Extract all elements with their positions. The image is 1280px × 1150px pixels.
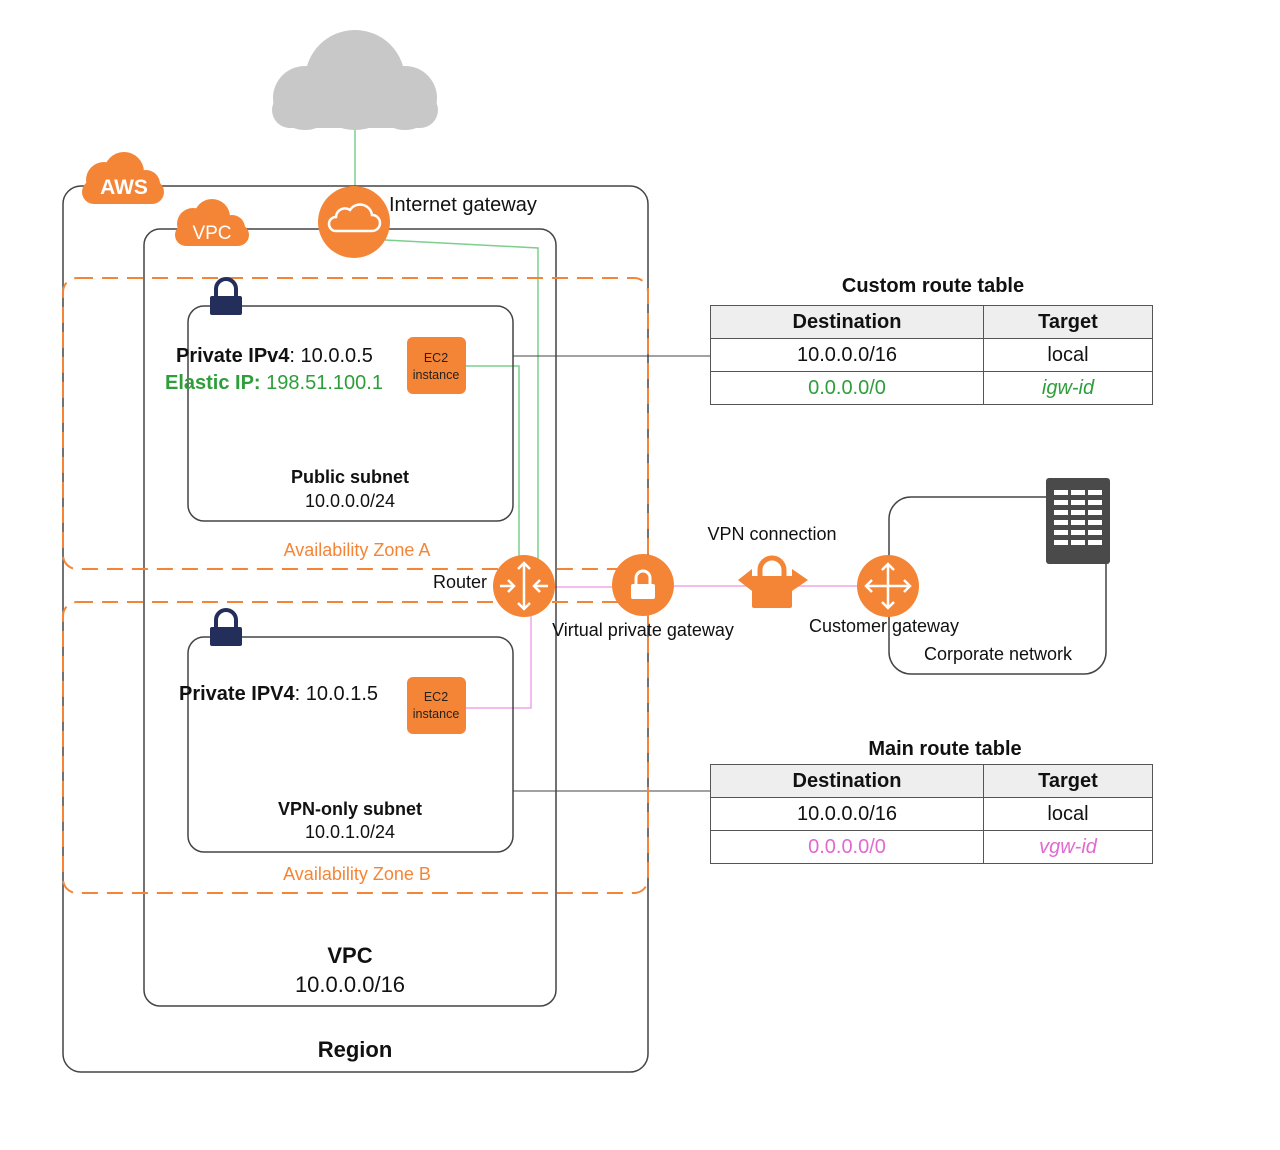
table-header-row: Destination Target [710, 764, 1153, 798]
column-header: Target [983, 764, 1153, 798]
igw-router-line-1 [384, 239, 539, 585]
column-header: Target [983, 305, 1153, 339]
table-row: 0.0.0.0/0 vgw-id [710, 830, 1153, 864]
table-row: 10.0.0.0/16 local [710, 338, 1153, 372]
table-cell: vgw-id [983, 830, 1153, 864]
main-route-table: Destination Target 10.0.0.0/16 local 0.0… [710, 764, 1153, 864]
public-subnet-name: Public subnet [291, 467, 409, 487]
table-cell: igw-id [983, 371, 1153, 405]
ec2-a-line1: EC2 [424, 351, 448, 365]
ec2-b-line1: EC2 [424, 690, 448, 704]
aws-badge: AWS [82, 152, 164, 204]
table-cell: 0.0.0.0/0 [710, 830, 984, 864]
ec2b-router-line [466, 600, 532, 709]
router-icon [493, 555, 555, 617]
corporate-network-label: Corporate network [924, 644, 1073, 664]
vpc-badge-label: VPC [192, 223, 231, 244]
internet-gateway-icon [318, 186, 390, 258]
ec2-instance-a-icon: EC2 instance [407, 337, 466, 394]
table-cell: 0.0.0.0/0 [710, 371, 984, 405]
vpn-only-subnet-name: VPN-only subnet [278, 799, 422, 819]
table-header-row: Destination Target [710, 305, 1153, 339]
subnet-a-lock-icon [210, 277, 242, 315]
public-subnet-cidr: 10.0.0.0/24 [305, 491, 395, 511]
vpc-cidr: 10.0.0.0/16 [295, 972, 405, 997]
vpc-cloud-icon [175, 199, 249, 246]
subnet-a-elastic-ip-key: Elastic IP: [165, 372, 261, 394]
vpn-only-subnet-box [187, 636, 514, 853]
table-row: 10.0.0.0/16 local [710, 797, 1153, 831]
subnet-a-elastic-ip-value: 198.51.100.1 [261, 372, 383, 394]
customer-gateway-icon [857, 555, 919, 617]
vpn-only-subnet-cidr: 10.0.1.0/24 [305, 822, 395, 842]
availability-zone-a-label: Availability Zone A [284, 540, 431, 560]
availability-zone-a-box [62, 277, 649, 570]
column-header: Destination [710, 764, 984, 798]
corporate-server-icon [1046, 478, 1110, 564]
vpc-badge: VPC [175, 199, 249, 246]
subnet-a-private-ip-key: Private IPv4 [176, 345, 290, 367]
table-cell: 10.0.0.0/16 [710, 338, 984, 372]
vpn-connection-icon [738, 555, 808, 608]
public-subnet-box [187, 305, 514, 522]
aws-badge-label: AWS [100, 176, 148, 199]
virtual-private-gateway-label: Virtual private gateway [552, 620, 734, 640]
subnet-b-private-ip: Private IPV4: 10.0.1.5 [179, 683, 378, 705]
ec2-a-line2: instance [413, 368, 460, 382]
availability-zone-b-box [62, 601, 649, 894]
column-header: Destination [710, 305, 984, 339]
subnet-b-lock-icon [210, 608, 242, 646]
subnet-b-private-ip-key: Private IPV4 [179, 683, 296, 705]
main-route-table-title: Main route table [868, 738, 1022, 760]
subnet-a-elastic-ip: Elastic IP: 198.51.100.1 [165, 372, 383, 394]
ec2a-router-line [466, 365, 520, 585]
table-row: 0.0.0.0/0 igw-id [710, 371, 1153, 405]
aws-cloud-icon [82, 152, 164, 204]
custom-route-table-title: Custom route table [841, 275, 1025, 297]
ec2-b-line2: instance [413, 707, 460, 721]
subnet-a-private-ip-value: : 10.0.0.5 [289, 345, 372, 367]
region-box [62, 185, 649, 1073]
subnet-b-private-ip-value: : 10.0.1.5 [295, 683, 378, 705]
table-cell: local [983, 338, 1153, 372]
internet-cloud-icon [272, 30, 438, 130]
region-title: Region [318, 1037, 393, 1062]
custom-route-table: Destination Target 10.0.0.0/16 local 0.0… [710, 305, 1153, 405]
table-cell: local [983, 797, 1153, 831]
internet-gateway-label: Internet gateway [389, 194, 537, 216]
vpn-connection-label: VPN connection [707, 524, 836, 544]
vpc-title: VPC [327, 943, 372, 968]
availability-zone-b-label: Availability Zone B [283, 864, 431, 884]
subnet-a-private-ip: Private IPv4: 10.0.0.5 [176, 345, 373, 367]
ec2-instance-b-icon: EC2 instance [407, 677, 466, 734]
table-cell: 10.0.0.0/16 [710, 797, 984, 831]
virtual-private-gateway-icon [612, 554, 674, 616]
customer-gateway-label: Customer gateway [809, 616, 959, 636]
router-label: Router [433, 572, 487, 592]
